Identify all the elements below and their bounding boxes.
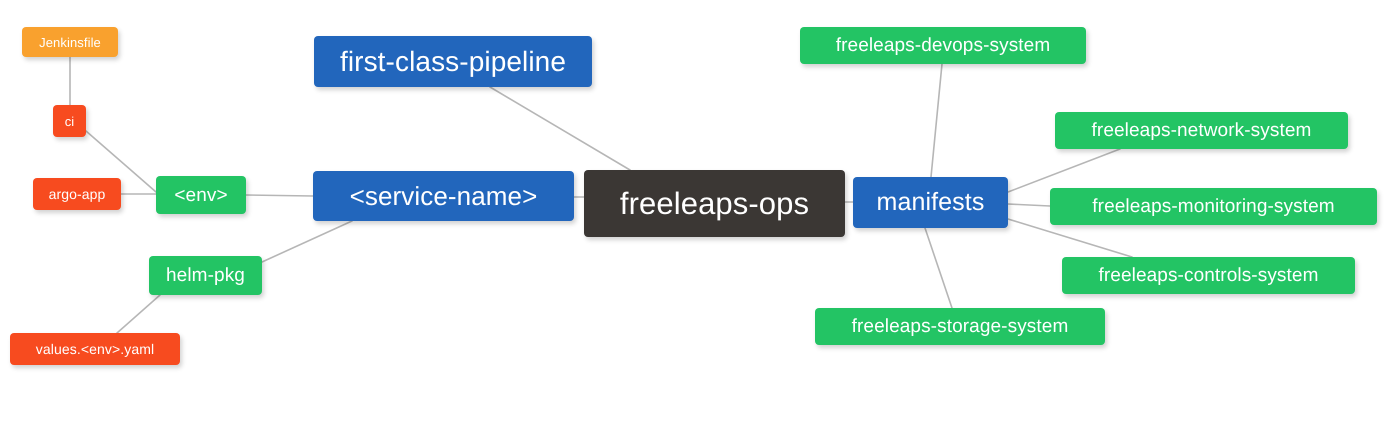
node-service-name[interactable]: <service-name>: [313, 171, 574, 221]
node-env[interactable]: <env>: [156, 176, 246, 214]
node-helm-pkg[interactable]: helm-pkg: [149, 256, 262, 295]
node-freeleaps-monitoring-system[interactable]: freeleaps-monitoring-system: [1050, 188, 1377, 225]
node-label-service-name: <service-name>: [349, 181, 538, 211]
node-label-argo-app: argo-app: [48, 186, 106, 202]
node-argo-app[interactable]: argo-app: [33, 178, 121, 210]
node-label-freeleaps-network-system: freeleaps-network-system: [1091, 120, 1312, 141]
node-first-class-pipeline[interactable]: first-class-pipeline: [314, 36, 592, 87]
node-label-freeleaps-controls-system: freeleaps-controls-system: [1098, 265, 1319, 286]
node-ci[interactable]: ci: [53, 105, 86, 137]
node-freeleaps-ops[interactable]: freeleaps-ops: [584, 170, 845, 237]
node-label-manifests: manifests: [876, 188, 985, 216]
node-label-ci: ci: [64, 113, 75, 129]
node-label-freeleaps-ops: freeleaps-ops: [619, 186, 810, 221]
edge-manifests-to-freeleaps-storage-system: [924, 227, 953, 309]
node-label-freeleaps-devops-system: freeleaps-devops-system: [835, 35, 1051, 56]
node-freeleaps-controls-system[interactable]: freeleaps-controls-system: [1062, 257, 1355, 294]
node-freeleaps-storage-system[interactable]: freeleaps-storage-system: [815, 308, 1105, 345]
node-label-values-yaml: values.<env>.yaml: [35, 341, 155, 357]
edge-service-name-to-helm-pkg: [261, 220, 353, 263]
edge-manifests-to-freeleaps-devops-system: [930, 63, 943, 178]
edge-manifests-to-freeleaps-network-system: [1007, 148, 1121, 193]
edge-manifests-to-freeleaps-monitoring-system: [1007, 203, 1051, 207]
node-label-env: <env>: [174, 184, 228, 206]
node-label-first-class-pipeline: first-class-pipeline: [339, 45, 567, 77]
node-freeleaps-network-system[interactable]: freeleaps-network-system: [1055, 112, 1348, 149]
node-label-jenkinsfile: Jenkinsfile: [39, 34, 101, 50]
node-label-helm-pkg: helm-pkg: [166, 265, 245, 286]
node-label-freeleaps-monitoring-system: freeleaps-monitoring-system: [1092, 196, 1335, 217]
node-values-yaml[interactable]: values.<env>.yaml: [10, 333, 180, 365]
edge-helm-pkg-to-values-yaml: [116, 294, 161, 334]
edge-env-to-service-name: [245, 194, 314, 197]
node-label-freeleaps-storage-system: freeleaps-storage-system: [851, 316, 1069, 337]
node-freeleaps-devops-system[interactable]: freeleaps-devops-system: [800, 27, 1086, 64]
node-jenkinsfile[interactable]: Jenkinsfile: [22, 27, 118, 57]
edge-first-class-pipeline-to-freeleaps-ops: [489, 86, 631, 171]
node-manifests[interactable]: manifests: [853, 177, 1008, 228]
